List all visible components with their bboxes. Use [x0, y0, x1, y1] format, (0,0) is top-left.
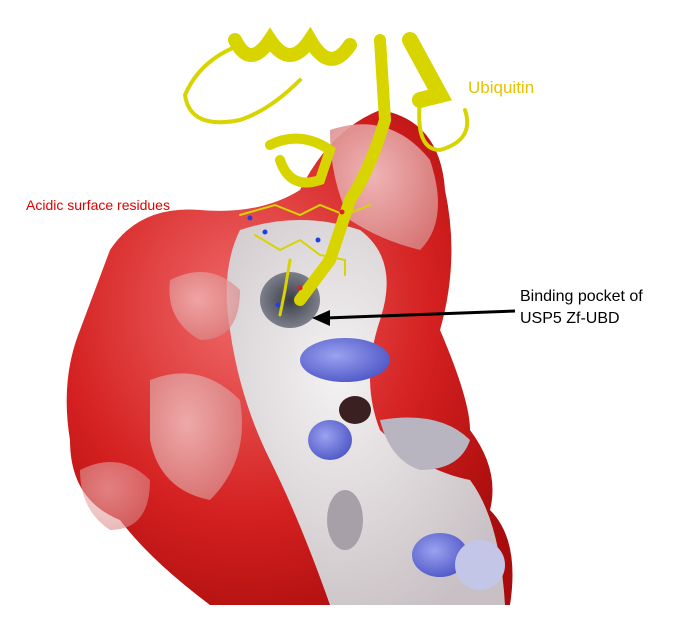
pocket-arrow [312, 309, 516, 326]
atoms [247, 209, 345, 308]
binding-pocket-label-line1: Binding pocket of [520, 288, 643, 305]
ubiquitin-label: Ubiquitin [468, 78, 535, 97]
binding-pocket-label-line2: USP5 Zf-UBD [520, 310, 620, 327]
acidic-residues-label: Acidic surface residues [26, 197, 170, 213]
binding-pocket-label: Binding pocket of USP5 Zf-UBD [520, 286, 643, 330]
ubiquitin-ribbon [182, 26, 470, 317]
surface [66, 110, 513, 605]
